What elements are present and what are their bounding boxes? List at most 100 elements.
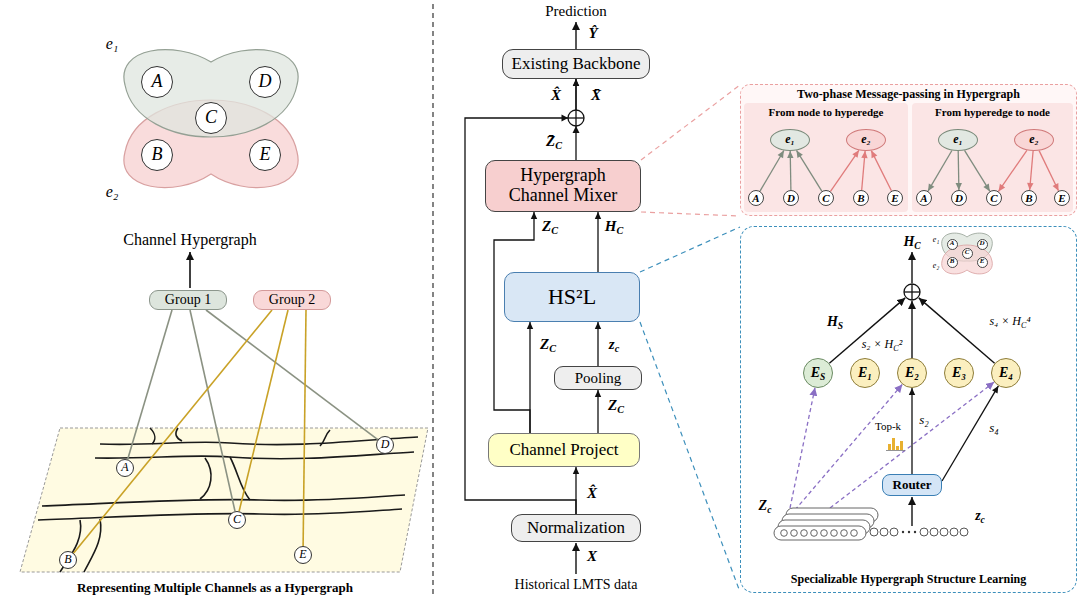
embedding-stack xyxy=(841,530,848,537)
node-label: Pooling xyxy=(575,370,622,387)
connector xyxy=(909,388,915,474)
zoom-line xyxy=(640,322,740,592)
connector-line xyxy=(74,310,272,553)
road-map xyxy=(100,437,418,445)
channel-node: D xyxy=(783,190,799,206)
pooled-vector xyxy=(950,528,958,536)
subscript: c xyxy=(615,343,620,354)
annotation-label: e₂ xyxy=(932,261,940,270)
node-label: E xyxy=(299,548,306,561)
annotation-label: s₂ × HC² xyxy=(861,338,904,352)
pooled-vector xyxy=(880,528,888,536)
panel-title: From hyperedge to node xyxy=(912,106,1073,118)
flow-arrow xyxy=(190,252,191,288)
zoom-panel: Two-phase Message-passing in HypergraphF… xyxy=(740,84,1077,216)
icon-hyperedge xyxy=(942,233,993,274)
pooled-vector xyxy=(940,528,948,536)
embedding-stack xyxy=(781,530,788,537)
subscript: C xyxy=(617,404,624,415)
node-label: e₂ xyxy=(861,133,871,146)
channel-node: C xyxy=(962,248,973,259)
hypergraph-node: D xyxy=(249,66,281,98)
hyperedge-node: e₂ xyxy=(846,129,886,151)
zoom-line xyxy=(640,85,740,592)
node-label: D xyxy=(259,72,272,92)
node-label: A xyxy=(152,72,163,92)
arrowhead xyxy=(983,184,989,192)
annotation-label: Prediction xyxy=(544,3,608,20)
panel-title: From node to hyperedge xyxy=(744,106,908,118)
expert-node: E₃ xyxy=(944,358,974,388)
arrowhead xyxy=(527,322,533,329)
node-label: E xyxy=(1058,192,1065,204)
panel-fill xyxy=(740,226,1077,593)
subscript: C xyxy=(551,225,558,236)
pooled-vector xyxy=(960,528,968,536)
hypergraph-node: B xyxy=(141,139,173,171)
node-label: E₂ xyxy=(905,365,919,380)
arrowhead xyxy=(956,183,962,190)
arrowhead xyxy=(778,150,784,158)
node-label: Hypergraph Channel Mixer xyxy=(504,166,622,206)
arrowhead xyxy=(861,151,867,158)
embedding-stack xyxy=(791,530,798,537)
connector-line xyxy=(911,388,912,474)
connector xyxy=(595,322,601,366)
road-map xyxy=(150,428,155,444)
arrowhead xyxy=(852,150,859,158)
sensor-node: E xyxy=(294,546,312,564)
arrowhead xyxy=(928,183,934,191)
subscript: c xyxy=(767,505,771,515)
channel-node: E xyxy=(887,190,903,206)
expert-node: E₄ xyxy=(991,358,1021,388)
subscript: S xyxy=(838,321,843,331)
node-label: ES xyxy=(811,365,826,380)
node-label: A xyxy=(752,192,759,204)
embedding-stack xyxy=(774,526,866,540)
node-label: Existing Backbone xyxy=(512,55,641,74)
annotation-label: Zc xyxy=(758,498,773,514)
road-map xyxy=(38,428,418,572)
sum-symbol xyxy=(568,110,584,126)
hyperedge-node: e₁ xyxy=(770,129,810,151)
flow-arrow xyxy=(919,298,995,363)
connector xyxy=(206,310,378,440)
edge-label: X̂ xyxy=(586,485,598,502)
channel-node: C xyxy=(818,190,834,206)
connector-line xyxy=(494,212,534,433)
node-label: E xyxy=(891,192,898,204)
flow-arrow xyxy=(911,497,912,526)
edge-label: ZC xyxy=(607,397,625,414)
node-label: B xyxy=(152,145,163,165)
pooled-vector xyxy=(908,531,910,533)
annotation-label: X xyxy=(586,548,598,565)
panel-fill xyxy=(912,103,1073,212)
group-box: Group 1 xyxy=(149,290,227,310)
expert-node: E₁ xyxy=(850,358,880,388)
node-label: E₁ xyxy=(858,365,872,380)
subscript: c xyxy=(981,515,985,525)
node-label: E xyxy=(260,145,271,165)
selection-arrow xyxy=(830,382,994,508)
pooled-vector xyxy=(870,528,968,536)
connector xyxy=(871,151,891,191)
arrowhead xyxy=(573,79,579,86)
node-label: A xyxy=(920,192,927,204)
arrowhead xyxy=(573,467,579,474)
arrowhead xyxy=(992,386,998,394)
pooled-vector xyxy=(890,528,898,536)
phase-panel: From node to hyperedgee₁e₂ADCBE xyxy=(744,103,908,212)
flow-arrow xyxy=(829,298,905,363)
edge-label: X̂ xyxy=(550,87,562,104)
hyperedge-node: e₁ xyxy=(938,129,978,151)
channel-node: A xyxy=(916,190,932,206)
arrowhead xyxy=(796,150,802,158)
sensor-node: A xyxy=(116,459,134,477)
connector-line xyxy=(965,150,990,191)
pooled-vector xyxy=(914,531,916,533)
annotation-label: X̄ xyxy=(590,87,602,104)
hypergraph-node: C xyxy=(195,102,227,134)
connector xyxy=(760,150,784,191)
node-label: A xyxy=(121,461,128,474)
connector xyxy=(999,150,1027,191)
